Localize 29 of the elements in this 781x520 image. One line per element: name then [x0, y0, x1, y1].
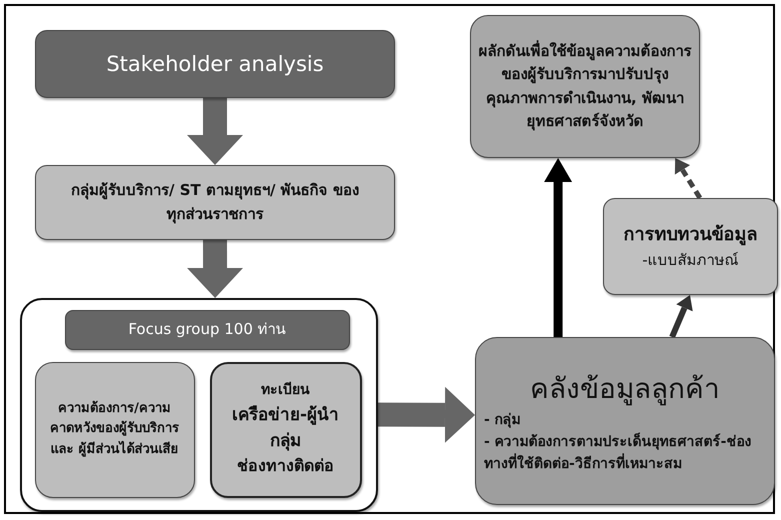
block-arrow	[187, 240, 244, 298]
box-text: - ความต้องการตามประเด็นยุทธศาสตร์-ช่องทางที่ใช้ติดต่อ-วิธีการที่เหมาะสม	[484, 432, 752, 474]
box-text: ผลักดันเพื่อใช้ข้อมูลความต้องการของผู้รับบริการมาปรับปรุงคุณภาพการดำเนินงาน, พัฒนายุทธศาสตร์จังหวัด	[478, 40, 692, 132]
heading-box	[64, 310, 350, 350]
box-text: -แบบสัมภาษณ์	[642, 250, 739, 271]
box-heading: คลังข้อมูลลูกค้า	[530, 370, 720, 408]
process-box	[210, 362, 362, 498]
process-box	[475, 337, 775, 505]
box-heading: การทบทวนข้อมูล	[624, 222, 758, 248]
box-text: กลุ่มผู้รับบริการ/ ST ตามยุทธฯ/ พันธกิจ ของทุกส่วนราชการ	[70, 180, 360, 226]
box-text: - กลุ่ม	[484, 411, 521, 430]
process-box	[35, 30, 395, 98]
box-text: ช่องทางติดต่อ	[237, 455, 334, 478]
arrow	[669, 295, 693, 338]
block-arrow	[378, 386, 475, 443]
process-box	[34, 362, 194, 498]
box-text: เครือข่าย-ผู้นำ	[232, 404, 340, 427]
process-box	[603, 198, 778, 295]
box-text: ทะเบียน	[261, 380, 310, 400]
box-text: ความต้องการ/ความคาดหวังของผู้รับบริการและ ผู้มีส่วนได้ส่วนเสีย	[50, 400, 180, 459]
process-box	[470, 15, 700, 158]
arrow	[544, 158, 572, 337]
box-text: Stakeholder analysis	[106, 50, 324, 78]
process-box	[35, 165, 395, 240]
box-text: กลุ่ม	[270, 430, 301, 453]
arrow	[674, 158, 702, 200]
block-arrow	[187, 98, 243, 165]
box-text: Focus group 100 ท่าน	[128, 318, 286, 340]
group-box	[20, 298, 378, 512]
